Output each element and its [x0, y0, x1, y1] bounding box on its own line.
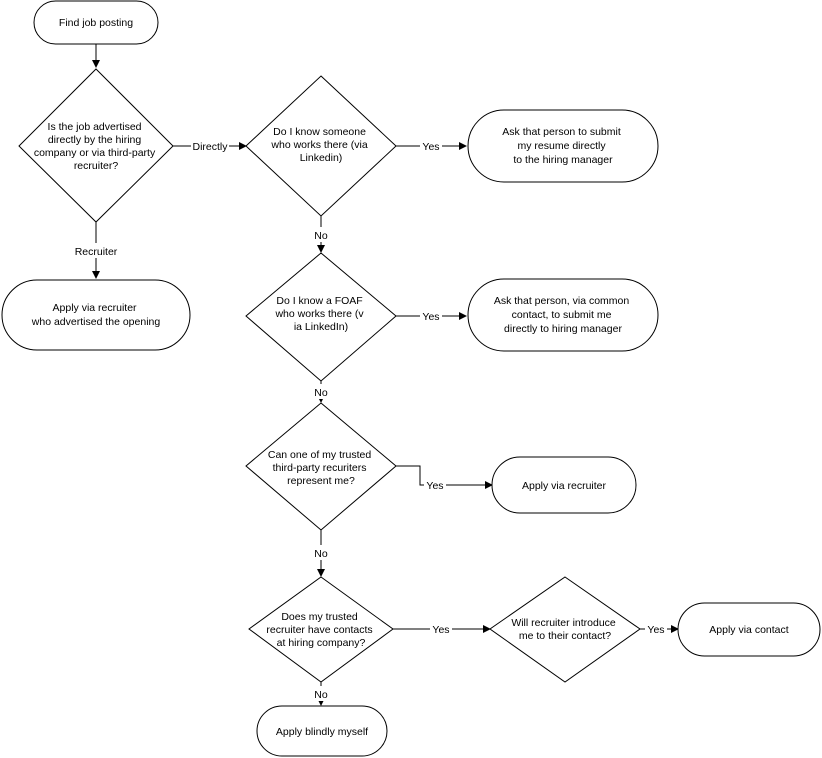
label-yes-2: Yes: [422, 311, 439, 323]
label-no-2: No: [314, 387, 328, 399]
decision-trusted-recruiters-label: Can one of my trusted third-party recuri…: [268, 449, 374, 487]
apply-blindly-label: Apply blindly myself: [276, 726, 368, 738]
decision-trusted-recruiters: [245, 402, 397, 531]
label-yes-4: Yes: [432, 624, 449, 636]
decision-know-someone-label: Do I know someone who works there (via L…: [270, 126, 370, 164]
apply-contact-label: Apply via contact: [709, 624, 788, 636]
terminator-ask-person: [467, 109, 659, 183]
label-yes-3: Yes: [426, 480, 443, 492]
ask-common-contact-label: Ask that person, via common contact, to …: [494, 295, 632, 335]
decision-recruiter-contacts-label: Does my trusted recruiter have contacts …: [266, 611, 375, 649]
edge-labels: Directly Recruiter Yes No Yes No Yes No …: [72, 138, 667, 701]
edge-yes-3: [396, 465, 493, 489]
decision-advertised: [18, 68, 174, 223]
terminator-apply-recruiter-advertised: [1, 279, 191, 351]
label-directly: Directly: [192, 141, 228, 153]
decision-advertised-label: Is the job advertised directly by the hi…: [34, 121, 158, 172]
decision-introduce-label: Will recruiter introduce me to their con…: [511, 617, 618, 642]
label-recruiter: Recruiter: [75, 246, 118, 258]
apply-recruiter-advertised-label: Apply via recruiter who advertised the o…: [31, 302, 161, 328]
apply-recruiter-label: Apply via recruiter: [522, 480, 607, 492]
decision-foaf-label: Do I know a FOAF who works there (v ia L…: [274, 295, 366, 333]
decision-introduce: [489, 576, 641, 683]
ask-person-label: Ask that person to submit my resume dire…: [502, 126, 623, 166]
label-yes-5: Yes: [647, 624, 664, 636]
start-terminator: [33, 0, 159, 45]
decision-recruiter-contacts: [248, 576, 394, 683]
label-no-4: No: [314, 689, 328, 701]
terminator-apply-recruiter: [491, 456, 637, 514]
label-no-1: No: [314, 230, 328, 242]
label-no-3: No: [314, 548, 328, 560]
decision-foaf: [245, 252, 397, 382]
start-label: Find job posting: [59, 17, 133, 29]
terminator-apply-blindly: [256, 705, 388, 757]
label-yes-1: Yes: [422, 141, 439, 153]
terminator-apply-contact: [677, 602, 821, 657]
terminator-ask-common-contact: [467, 278, 659, 352]
decision-know-someone: [245, 75, 397, 217]
